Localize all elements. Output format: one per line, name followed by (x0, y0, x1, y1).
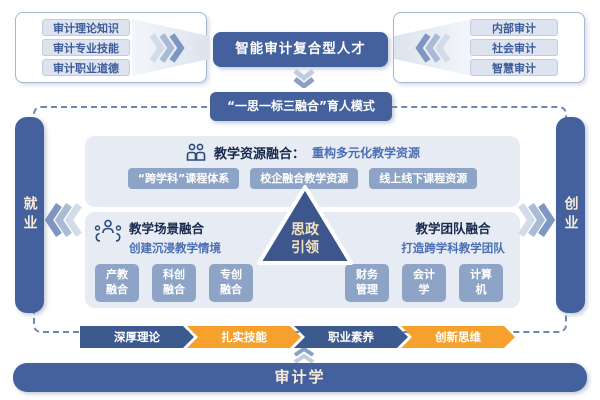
quality-segment: 深厚理论 (80, 326, 194, 348)
scene-section-header: 教学场景融合 创建沉浸教学情境 (93, 218, 221, 256)
resource-section-subtitle: 重构多元化教学资源 (312, 146, 421, 160)
quality-arrow-bar: 深厚理论 扎实技能 职业素养 创新思维 (80, 326, 515, 348)
scene-item: 产教 融合 (95, 264, 139, 302)
ideological-core-triangle: 思政 引领 (253, 182, 357, 272)
entrepreneurship-bar: 创业 (556, 117, 585, 313)
team-section-subtitle: 打造跨学科教学团队 (401, 241, 505, 255)
audit-field-item: 内部审计 (470, 19, 558, 36)
model-title-banner: “一思一标三融合”育人模式 (210, 92, 392, 121)
chevron-up-icon (293, 348, 315, 364)
chevron-right-icon (518, 203, 556, 237)
team-section-header: 教学团队融合 打造跨学科教学团队 (393, 218, 513, 256)
quality-segment: 创新思维 (401, 326, 515, 348)
quality-segment: 扎实技能 (187, 326, 301, 348)
resource-fusion-panel: 教学资源融合： 重构多元化教学资源 “跨学科”课程体系 校企融合教学资源 线上线… (85, 136, 520, 207)
resource-section-title: 教学资源融合： (213, 147, 305, 162)
chevron-down-icon (293, 69, 315, 88)
chevron-left-icon (44, 203, 82, 237)
two-users-icon (186, 143, 206, 161)
competency-item: 审计职业道德 (42, 59, 130, 76)
talent-goal-box: 智能审计复合型人才 (213, 32, 388, 67)
triangle-text-line2: 引领 (291, 239, 319, 256)
audit-field-item: 社会审计 (470, 39, 558, 56)
scene-section-title: 教学场景融合 (129, 221, 205, 236)
team-item: 会计 学 (402, 264, 446, 302)
chevron-left-icon (415, 33, 451, 63)
employment-bar: 就业 (15, 117, 44, 313)
scene-item: 科创 融合 (152, 264, 196, 302)
chevron-right-icon (149, 33, 185, 63)
team-item: 计算 机 (459, 264, 503, 302)
triangle-text-line1: 思政 (291, 221, 320, 238)
competency-item: 审计理论知识 (42, 19, 130, 36)
scene-item: 专创 融合 (209, 264, 253, 302)
resource-item: “跨学科”课程体系 (127, 168, 240, 189)
resource-item: 校企融合教学资源 (250, 168, 359, 189)
resource-item: 线上线下课程资源 (369, 168, 478, 189)
audit-field-item: 智慧审计 (470, 59, 558, 76)
scene-section-subtitle: 创建沉浸教学情境 (129, 241, 221, 255)
discipline-footer-bar: 审计学 (13, 363, 587, 392)
audit-competency-group: 审计理论知识 审计专业技能 审计职业道德 (15, 12, 210, 83)
team-section-title: 教学团队融合 (415, 221, 491, 236)
meeting-icon (94, 219, 122, 242)
quality-segment: 职业素养 (294, 326, 408, 348)
team-item: 财务 管理 (345, 264, 389, 302)
competency-item: 审计专业技能 (42, 39, 130, 56)
audit-field-group: 内部审计 社会审计 智慧审计 (393, 12, 585, 83)
